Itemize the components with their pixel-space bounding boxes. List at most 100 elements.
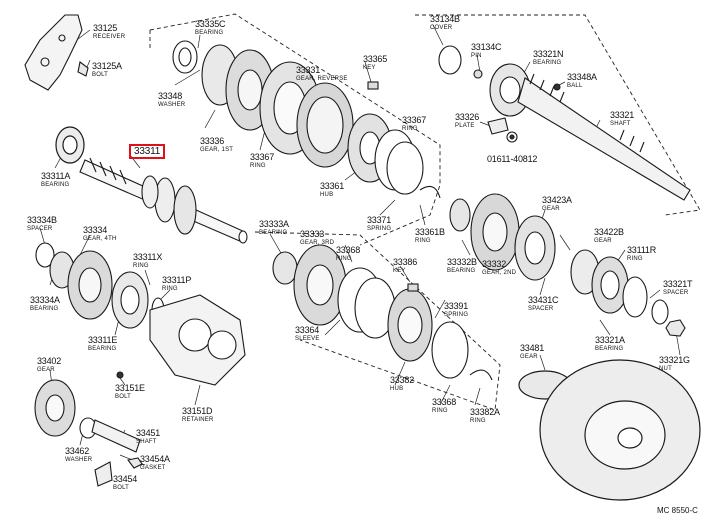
part-number: 33321T xyxy=(663,279,693,289)
part-name: RECEIVER xyxy=(93,34,126,40)
part-number: 33386 xyxy=(393,257,418,267)
part-number: 33334 xyxy=(83,225,108,235)
part-number: 33331 xyxy=(296,65,321,75)
label-33402: 33402 GEAR xyxy=(37,356,62,374)
part-number: 33334A xyxy=(30,295,60,305)
label-33386: 33386 KEY xyxy=(393,257,418,275)
reverse-idler-group-drawing xyxy=(34,379,143,487)
label-33334B: 33334B SPACER xyxy=(27,216,57,233)
part-name: BEARING xyxy=(30,306,59,312)
part-name: GASKET xyxy=(140,465,166,471)
part-number: 33361B xyxy=(415,227,445,237)
part-name: SPRING xyxy=(444,312,469,318)
part-number: 33326 xyxy=(455,112,480,122)
part-name: BEARING xyxy=(195,30,224,36)
part-number: 33454 xyxy=(113,474,138,484)
part-number: 33311 xyxy=(134,146,161,157)
part-number: 33321N xyxy=(533,49,564,59)
part-name: RING xyxy=(432,408,448,414)
part-name: BEARING xyxy=(447,268,476,274)
part-name: PIN xyxy=(471,53,482,59)
label-33326: 33326 PLATE xyxy=(455,112,480,130)
part-name: RETAINER xyxy=(182,417,214,423)
part-number: 33451 xyxy=(136,428,161,438)
part-name: GEAR, REVERSE xyxy=(296,76,348,82)
part-name: COVER xyxy=(430,25,453,31)
part-name: BOLT xyxy=(115,394,132,400)
part-number: 33332 xyxy=(482,259,507,269)
part-number: 33423A xyxy=(542,195,572,205)
part-name: SPRING xyxy=(367,226,392,232)
part-name: RING xyxy=(162,286,178,292)
label-33462: 33462 WASHER xyxy=(65,446,92,464)
part-name: BALL xyxy=(567,83,583,89)
label-33391: 33391 SPRING xyxy=(444,302,469,319)
label-33348: 33348 WASHER xyxy=(158,91,186,109)
label-33125: 33125 RECEIVER xyxy=(93,23,126,41)
part-name: GEAR xyxy=(542,206,560,212)
part-number: 33111R xyxy=(627,245,656,255)
part-number: 33333A xyxy=(259,219,289,229)
part-name: KEY xyxy=(393,268,406,274)
label-33431C: 33431C SPACER xyxy=(528,295,559,313)
label-33348A: 33348A BALL xyxy=(567,73,597,90)
countershaft-drawing xyxy=(438,45,691,201)
label-33311A: 33311A BEARING xyxy=(41,172,70,189)
part-number: 33402 xyxy=(37,356,62,366)
part-number: 33371 xyxy=(367,215,392,225)
group-outline-lower xyxy=(254,231,501,411)
label-33361: 33361 HUB xyxy=(320,181,345,199)
part-name: NUT xyxy=(659,366,672,372)
label-33111R: 33111R RING xyxy=(627,245,656,263)
part-number: 33382A xyxy=(470,407,500,417)
label-33311-highlighted[interactable]: 33311 xyxy=(129,144,166,159)
label-33422B: 33422B GEAR xyxy=(594,228,624,245)
part-name: SPACER xyxy=(27,226,53,232)
label-33451: 33451 SHAFT xyxy=(136,428,161,446)
label-33364: 33364 SLEEVE xyxy=(295,326,320,343)
bearing-33311A-drawing xyxy=(55,126,85,164)
part-name: RING xyxy=(133,263,149,269)
label-33361B: 33361B RING xyxy=(415,227,445,245)
label-33321: 33321 SHAFT xyxy=(610,111,634,128)
part-number: 33361 xyxy=(320,181,345,191)
part-name: WASHER xyxy=(158,102,186,108)
part-number: 33125 xyxy=(93,23,118,33)
label-33368: 33368 RING xyxy=(336,246,360,263)
part-number: 33348 xyxy=(158,91,183,101)
part-name: KEY xyxy=(363,65,376,71)
label-33321N: 33321N BEARING xyxy=(533,49,564,67)
label-33332: 33332 GEAR, 2ND xyxy=(482,259,517,277)
label-33321G: 33321G NUT xyxy=(659,355,690,373)
part-number: 33367 xyxy=(402,115,427,125)
part-name: GEAR, 3RD xyxy=(300,240,335,246)
part-number: 33321A xyxy=(595,335,625,345)
lower-synchro-group-drawing xyxy=(272,244,493,381)
part-name: RING xyxy=(415,238,431,244)
part-number: 33134C xyxy=(471,42,502,52)
part-name: GEAR, 1ST xyxy=(200,147,234,153)
part-name: GEAR xyxy=(520,354,538,360)
part-number: 33321G xyxy=(659,355,690,365)
part-name: RING xyxy=(470,418,486,424)
label-33481: 33481 GEAR xyxy=(520,343,545,361)
part-name: SPACER xyxy=(528,306,554,312)
part-number: 33151E xyxy=(115,383,145,393)
part-number: 33333 xyxy=(300,229,325,239)
label-33454A: 33454A GASKET xyxy=(140,455,170,472)
part-number: 33311X xyxy=(133,252,163,262)
label-33332B: 33332B BEARING xyxy=(447,258,477,275)
part-number: 33125A xyxy=(92,61,122,71)
part-name: BEARING xyxy=(259,230,288,236)
part-number: 33336 xyxy=(200,136,225,146)
group-outline-upper xyxy=(149,13,441,246)
part-number: 33481 xyxy=(520,343,545,353)
part-name: SHAFT xyxy=(610,121,631,127)
part-number: 33368 xyxy=(432,397,457,407)
part-number: 33462 xyxy=(65,446,90,456)
part-number: 33431C xyxy=(528,295,559,305)
label-33311E: 33311E BEARING xyxy=(88,335,118,353)
part-number: 33311E xyxy=(88,335,118,345)
part-name: GEAR, 2ND xyxy=(482,270,517,276)
